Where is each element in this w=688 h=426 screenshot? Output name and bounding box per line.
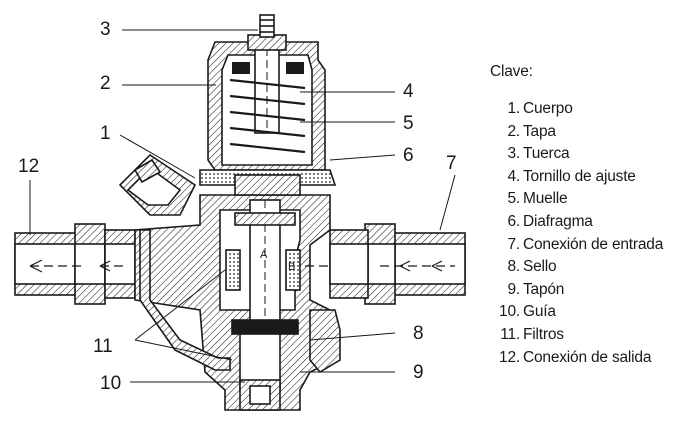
- legend-item-label: Diafragma: [523, 212, 593, 230]
- flow-arrows: [29, 259, 455, 273]
- legend-item: 9.Tapón: [490, 279, 686, 302]
- legend-item-label: Tapa: [523, 122, 556, 140]
- valve-body: [134, 194, 336, 411]
- legend-item-label: Tuerca: [523, 145, 570, 163]
- callout-4: 4: [403, 81, 414, 102]
- callout-8: 8: [413, 323, 424, 344]
- callout-7: 7: [446, 153, 457, 174]
- legend-item: 3.Tuerca: [490, 143, 686, 166]
- legend-item: 5.Muelle: [490, 188, 686, 211]
- legend-item-number: 7.: [507, 235, 520, 253]
- filter-housing: [118, 153, 197, 216]
- bypass-channel: [139, 229, 231, 371]
- chamber-label-b: B: [288, 261, 295, 273]
- valve-cross-section: A B: [14, 14, 466, 411]
- filter-screens: [225, 249, 301, 291]
- legend: Clave: 1.Cuerpo 2.Tapa 3.Tuerca 4.Tornil…: [490, 63, 686, 369]
- legend-item-label: Tapón: [523, 280, 565, 298]
- callout-11: 11: [93, 336, 113, 357]
- legend-item-number: 8.: [507, 258, 520, 276]
- callout-3: 3: [100, 19, 111, 40]
- legend-item: 11.Filtros: [490, 324, 686, 347]
- legend-list: 1.Cuerpo 2.Tapa 3.Tuerca 4.Tornillo de a…: [490, 98, 686, 369]
- callout-1: 1: [100, 123, 111, 144]
- legend-item: 2.Tapa: [490, 121, 686, 144]
- legend-item: 1.Cuerpo: [490, 98, 686, 121]
- legend-item-number: 10.: [499, 303, 520, 321]
- legend-item: 6.Diafragma: [490, 211, 686, 234]
- legend-item-label: Tornillo de ajuste: [523, 167, 636, 185]
- callout-10: 10: [100, 373, 122, 394]
- legend-item-number: 9.: [507, 280, 520, 298]
- legend-item-number: 12.: [499, 348, 520, 366]
- legend-item: 12.Conexión de salida: [490, 347, 686, 370]
- callout-5: 5: [403, 113, 414, 134]
- legend-item-label: Guía: [523, 303, 556, 321]
- legend-title: Clave:: [490, 63, 533, 80]
- spring: [229, 62, 306, 154]
- diaphragm: [199, 169, 337, 196]
- outlet-connection: [14, 223, 136, 305]
- callout-12: 12: [18, 156, 40, 177]
- lower-chamber-wall: [309, 309, 341, 374]
- legend-item: 10.Guía: [490, 301, 686, 324]
- legend-item-label: Conexión de entrada: [523, 235, 664, 253]
- legend-item-number: 2.: [507, 122, 520, 140]
- legend-item-number: 1.: [507, 100, 520, 117]
- legend-item-label: Filtros: [523, 325, 564, 343]
- inlet-connection: [329, 223, 466, 305]
- chamber-label-a: A: [260, 249, 268, 261]
- legend-item-label: Sello: [523, 258, 557, 276]
- adjusting-screw: [247, 14, 287, 134]
- legend-item-number: 5.: [507, 190, 520, 208]
- legend-item-number: 11.: [500, 325, 520, 343]
- legend-item: 7.Conexión de entrada: [490, 234, 686, 257]
- legend-item: 4.Tornillo de ajuste: [490, 166, 686, 189]
- legend-item-number: 3.: [507, 145, 520, 163]
- legend-item-label: Conexión de salida: [523, 348, 652, 366]
- callout-9: 9: [413, 362, 424, 383]
- callout-6: 6: [403, 145, 414, 166]
- legend-item-number: 4.: [507, 167, 520, 185]
- legend-item-number: 6.: [507, 212, 520, 230]
- legend-item-label: Muelle: [523, 190, 568, 208]
- valve-stem: [231, 199, 299, 335]
- leader-lines: [29, 29, 456, 383]
- legend-item-label: Cuerpo: [523, 100, 573, 117]
- legend-item: 8.Sello: [490, 256, 686, 279]
- callout-2: 2: [100, 73, 111, 94]
